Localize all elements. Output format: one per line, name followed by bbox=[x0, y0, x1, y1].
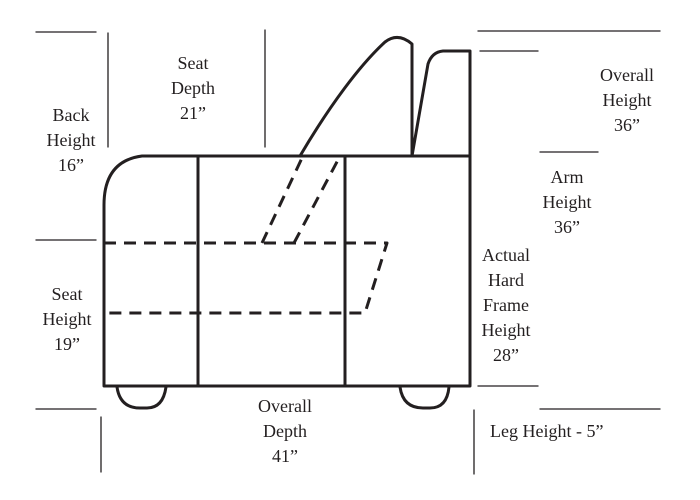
hard-frame-height-line2: Hard bbox=[488, 270, 524, 290]
seat-height-value: 19” bbox=[54, 334, 80, 354]
overall-height-label: Overall Height 36” bbox=[587, 63, 667, 138]
overall-depth-value: 41” bbox=[272, 446, 298, 466]
hard-frame-dashed bbox=[104, 157, 389, 315]
seat-height-line2: Height bbox=[42, 309, 92, 329]
back-height-label: Back Height 16” bbox=[38, 103, 104, 178]
sofa-outline bbox=[102, 36, 472, 410]
seat-height-label: Seat Height 19” bbox=[34, 282, 100, 357]
arm-height-line1: Arm bbox=[550, 167, 584, 187]
hard-frame-height-line1: Actual bbox=[482, 245, 530, 265]
rear-leg bbox=[398, 385, 451, 410]
hard-frame-height-value: 28” bbox=[493, 345, 519, 365]
overall-height-line1: Overall bbox=[600, 65, 654, 85]
back-height-value: 16” bbox=[58, 155, 84, 175]
back-height-line2: Height bbox=[46, 130, 96, 150]
overall-height-value: 36” bbox=[614, 115, 640, 135]
hard-frame-height-line3: Frame bbox=[483, 295, 529, 315]
arm-height-value: 36” bbox=[554, 217, 580, 237]
seat-depth-label: Seat Depth 21” bbox=[158, 51, 228, 126]
leg-height-text: Leg Height - 5” bbox=[490, 421, 604, 441]
arm-height-line2: Height bbox=[542, 192, 592, 212]
seat-depth-line2: Depth bbox=[171, 78, 215, 98]
seat-depth-line1: Seat bbox=[177, 53, 209, 73]
arm-height-label: Arm Height 36” bbox=[532, 165, 602, 240]
hard-frame-back-rail-left bbox=[260, 157, 304, 244]
back-cushion-outline bbox=[298, 36, 414, 158]
overall-depth-line1: Overall bbox=[258, 396, 312, 416]
hard-frame-seat-outline bbox=[104, 241, 389, 315]
overall-depth-label: Overall Depth 41” bbox=[245, 394, 325, 469]
overall-height-line2: Height bbox=[602, 90, 652, 110]
front-leg bbox=[115, 385, 168, 410]
hard-frame-height-label: Actual Hard Frame Height 28” bbox=[473, 243, 539, 368]
hard-frame-back-rail-right bbox=[292, 157, 341, 244]
seat-depth-value: 21” bbox=[180, 103, 206, 123]
back-height-line1: Back bbox=[52, 105, 90, 125]
back-frame-outline bbox=[410, 49, 472, 158]
sofa-body-outline bbox=[102, 154, 472, 388]
hard-frame-height-line4: Height bbox=[481, 320, 531, 340]
dimension-lines bbox=[35, 29, 661, 475]
leg-height-label: Leg Height - 5” bbox=[490, 419, 620, 444]
seat-height-line1: Seat bbox=[51, 284, 83, 304]
overall-depth-line2: Depth bbox=[263, 421, 307, 441]
